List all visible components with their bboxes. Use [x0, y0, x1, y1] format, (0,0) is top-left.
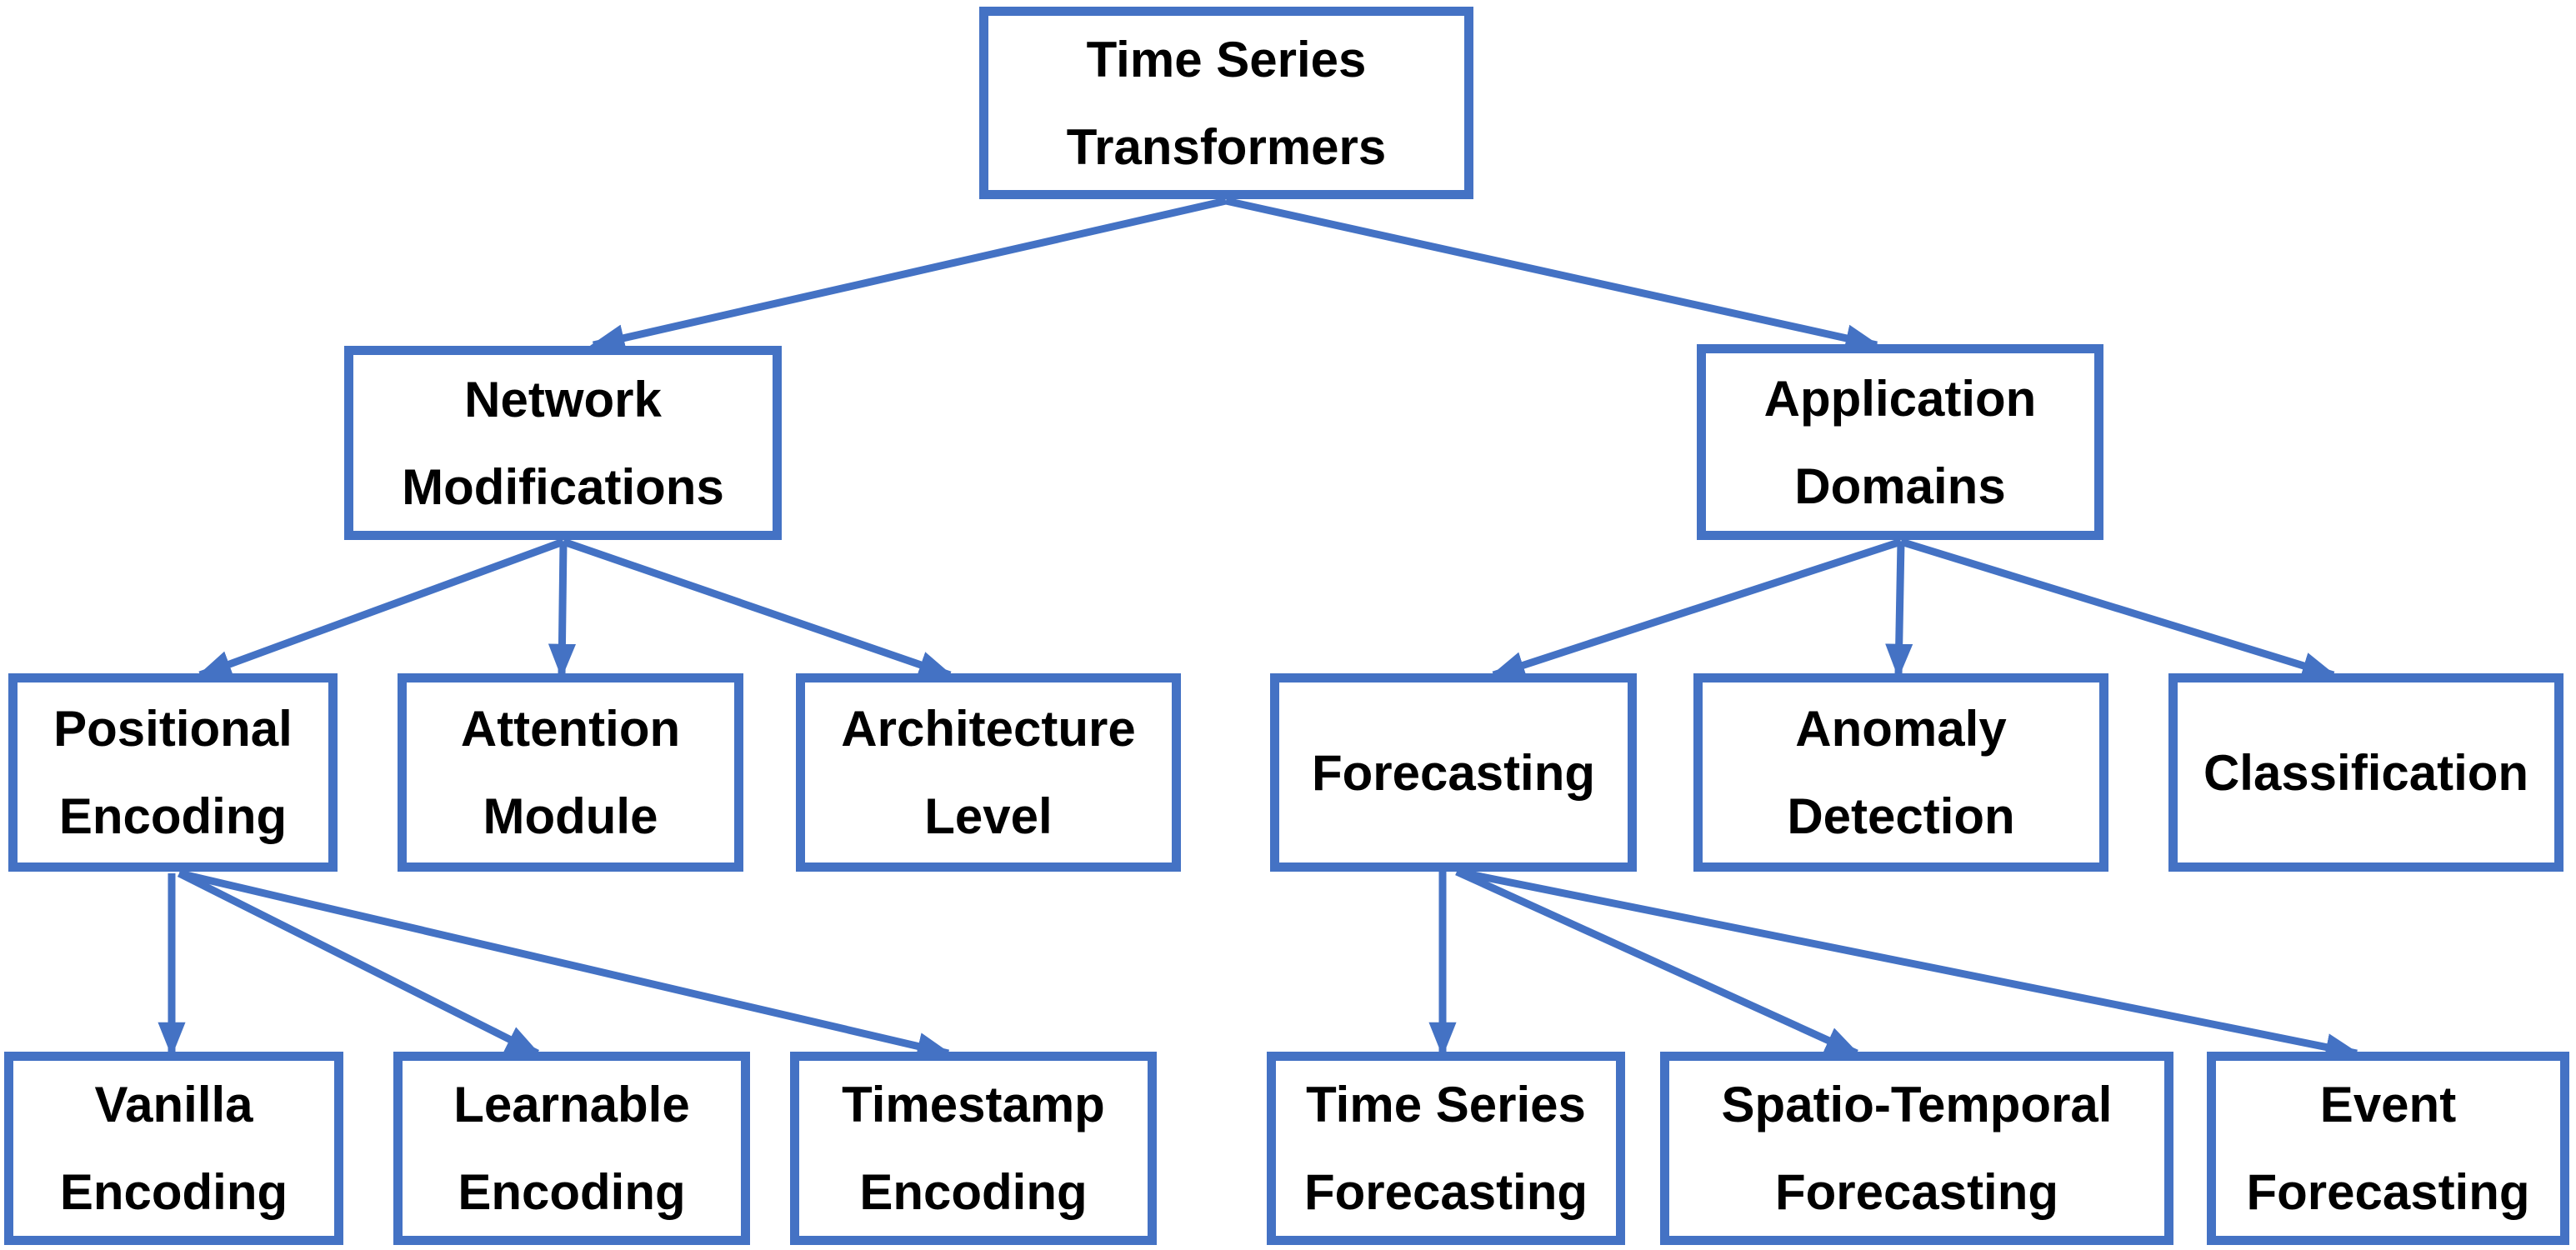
- node-label: Attention Module: [460, 701, 681, 844]
- edge-forecasting-to-spatio-temporal-forecasting: [1455, 868, 1860, 1058]
- node-label: Event Forecasting: [2246, 1077, 2530, 1220]
- node-time-series-forecasting: Time Series Forecasting: [1267, 1052, 1625, 1245]
- node-network-modifications: Network Modifications: [344, 346, 782, 540]
- edge-forecasting-to-event-forecasting: [1456, 868, 2361, 1061]
- edge-network-modifications-to-attention-module: [548, 541, 577, 679]
- node-spatio-temporal-forecasting: Spatio-Temporal Forecasting: [1660, 1052, 2173, 1245]
- edge-positional-encoding-to-learnable-encoding: [177, 869, 541, 1058]
- edge-network-modifications-to-architecture-level: [562, 538, 953, 679]
- edge-application-domains-to-forecasting: [1490, 538, 1903, 679]
- edge-root-to-network-modifications: [589, 197, 1228, 352]
- node-application-domains: Application Domains: [1697, 344, 2103, 540]
- node-label: Application Domains: [1763, 370, 2037, 514]
- node-label: Forecasting: [1311, 744, 1596, 801]
- node-label: Time Series Forecasting: [1303, 1077, 1588, 1220]
- node-label: Spatio-Temporal Forecasting: [1721, 1077, 2113, 1220]
- node-label: Vanilla Encoding: [59, 1077, 288, 1220]
- node-attention-module: Attention Module: [398, 673, 743, 872]
- node-event-forecasting: Event Forecasting: [2207, 1052, 2569, 1245]
- edge-positional-encoding-to-timestamp-encoding: [178, 869, 953, 1060]
- node-label: Time Series Transformers: [1066, 31, 1387, 175]
- node-learnable-encoding: Learnable Encoding: [393, 1052, 750, 1245]
- node-label: Classification: [2203, 744, 2529, 801]
- node-anomaly-detection: Anomaly Detection: [1693, 673, 2108, 872]
- node-time-series-transformers: Time Series Transformers: [979, 7, 1473, 199]
- node-label: Timestamp Encoding: [842, 1077, 1105, 1220]
- node-label: Anomaly Detection: [1787, 701, 2015, 844]
- edge-application-domains-to-anomaly-detection: [1885, 541, 1913, 679]
- node-architecture-level: Architecture Level: [796, 673, 1181, 872]
- node-timestamp-encoding: Timestamp Encoding: [790, 1052, 1157, 1245]
- node-label: Architecture Level: [841, 701, 1136, 844]
- node-classification: Classification: [2168, 673, 2563, 872]
- node-label: Network Modifications: [402, 371, 724, 515]
- node-label: Learnable Encoding: [453, 1077, 690, 1220]
- edge-root-to-application-domains: [1225, 197, 1881, 352]
- node-positional-encoding: Positional Encoding: [8, 673, 338, 872]
- node-forecasting: Forecasting: [1270, 673, 1637, 872]
- edge-application-domains-to-classification: [1899, 538, 2337, 679]
- node-label: Positional Encoding: [53, 701, 293, 844]
- edge-network-modifications-to-positional-encoding: [197, 538, 565, 679]
- node-vanilla-encoding: Vanilla Encoding: [4, 1052, 343, 1245]
